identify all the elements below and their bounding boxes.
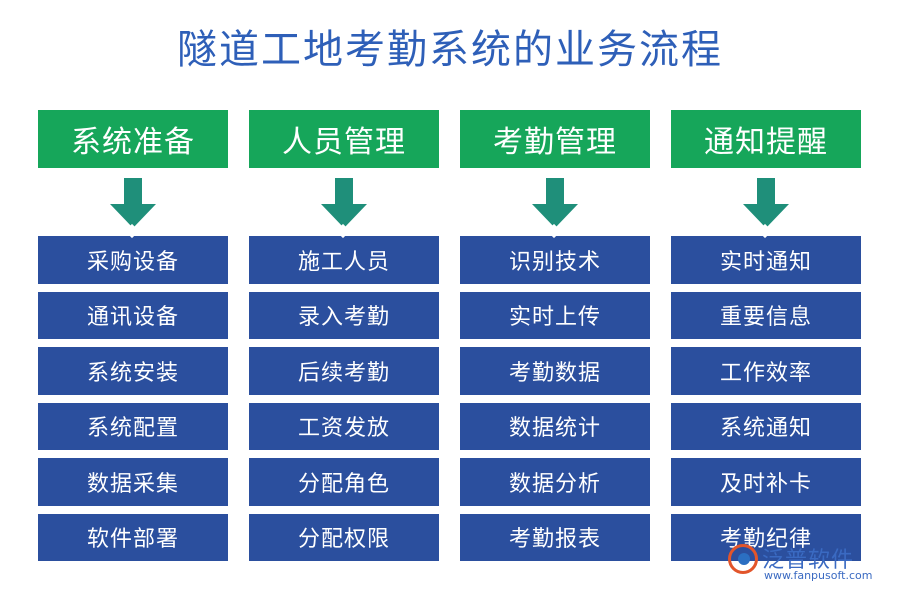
step-box: 实时上传 <box>460 291 650 339</box>
step-box: 分配角色 <box>249 458 439 506</box>
page-title: 隧道工地考勤系统的业务流程 <box>177 27 723 73</box>
step-box: 数据统计 <box>460 402 650 450</box>
step-box: 软件部署 <box>38 513 228 561</box>
logo-url: www.fanpusoft.com <box>764 569 873 582</box>
column-personnel: 人员管理 施工人员 录入考勤 后续考勤 工资发放 分配角色 分配权限 <box>249 110 439 561</box>
step-box: 录入考勤 <box>249 291 439 339</box>
step-box: 系统安装 <box>38 347 228 395</box>
step-box: 系统通知 <box>671 402 861 450</box>
step-box: 数据采集 <box>38 458 228 506</box>
column-system-prep: 系统准备 采购设备 通讯设备 系统安装 系统配置 数据采集 软件部署 <box>38 110 228 561</box>
step-box: 后续考勤 <box>249 347 439 395</box>
step-box: 重要信息 <box>671 291 861 339</box>
step-box: 施工人员 <box>249 236 439 284</box>
column-heading: 通知提醒 <box>671 110 861 168</box>
step-box: 实时通知 <box>671 236 861 284</box>
step-box: 考勤纪律 <box>671 513 861 561</box>
column-heading: 考勤管理 <box>460 110 650 168</box>
step-box: 工资发放 <box>249 402 439 450</box>
logo-name: 泛普软件 <box>762 548 855 573</box>
step-box: 采购设备 <box>38 236 228 284</box>
step-box: 系统配置 <box>38 402 228 450</box>
step-box: 工作效率 <box>671 347 861 395</box>
column-notification: 通知提醒 实时通知 重要信息 工作效率 系统通知 及时补卡 考勤纪律 <box>671 110 861 561</box>
step-box: 通讯设备 <box>38 291 228 339</box>
step-box: 识别技术 <box>460 236 650 284</box>
down-arrow-icon <box>38 168 228 239</box>
step-box: 分配权限 <box>249 513 439 561</box>
watermark-logo: 泛普软件 www.fanpusoft.com <box>728 542 888 586</box>
logo-icon <box>728 544 758 574</box>
column-heading: 系统准备 <box>38 110 228 168</box>
step-box: 考勤数据 <box>460 347 650 395</box>
step-box: 数据分析 <box>460 458 650 506</box>
column-heading: 人员管理 <box>249 110 439 168</box>
down-arrow-icon <box>460 168 650 239</box>
down-arrow-icon <box>671 168 861 239</box>
column-attendance: 考勤管理 识别技术 实时上传 考勤数据 数据统计 数据分析 考勤报表 <box>460 110 650 561</box>
step-box: 考勤报表 <box>460 513 650 561</box>
step-box: 及时补卡 <box>671 458 861 506</box>
down-arrow-icon <box>249 168 439 239</box>
